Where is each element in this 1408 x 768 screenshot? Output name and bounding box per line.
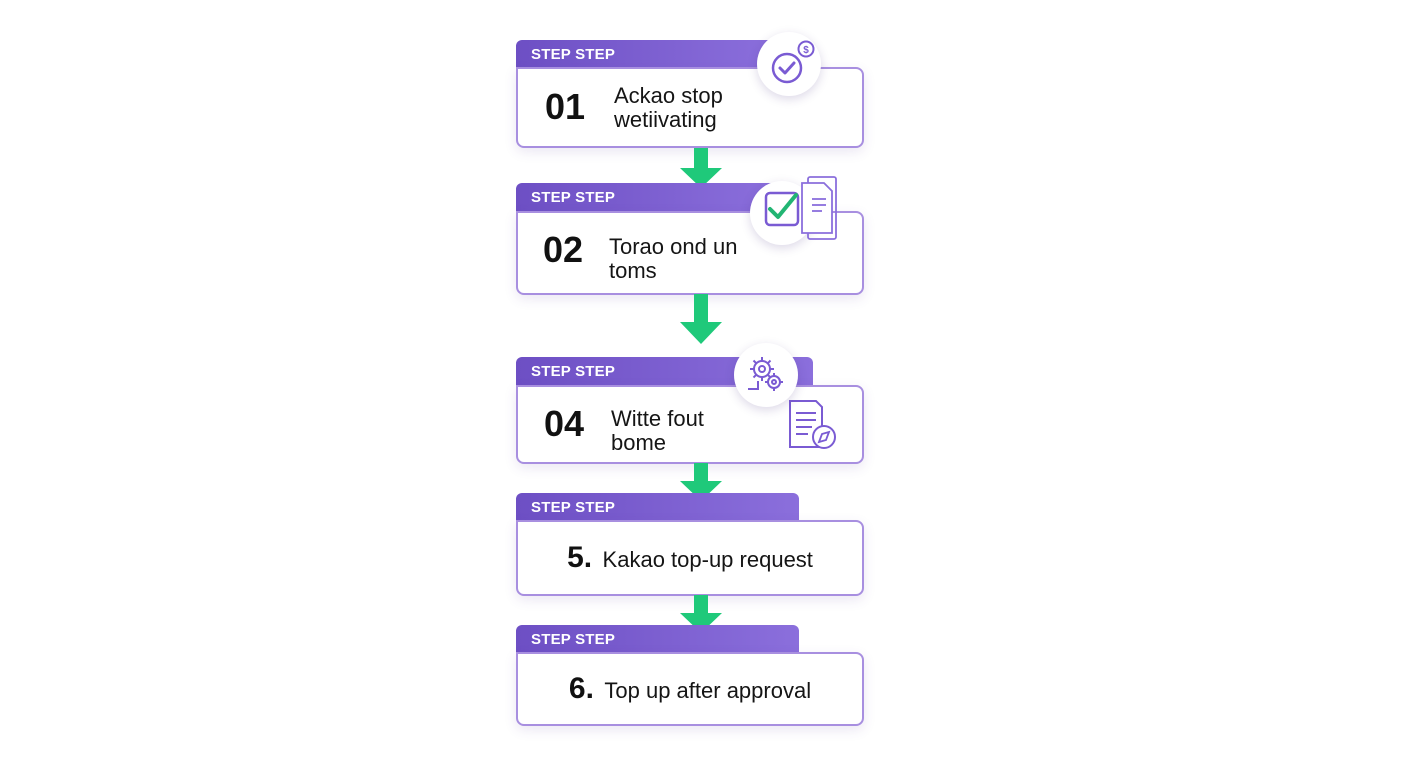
gears-icon <box>748 357 783 391</box>
document-compass-icon <box>789 400 836 449</box>
step-5-number: 6. <box>568 672 594 705</box>
step-1-description: Ackao stop wetiivating <box>614 84 723 132</box>
step-2-line-2: toms <box>609 258 657 283</box>
step-1-number: 01 <box>545 86 586 127</box>
arrow-down-2 <box>679 294 723 344</box>
step-3-line-1: Witte fout <box>611 406 704 431</box>
step-4-tab: STEP STEP <box>516 493 799 523</box>
step-1-icon-badge: $ <box>757 32 821 96</box>
step-5-tab: STEP STEP <box>516 625 799 655</box>
step-5-text: Top up after approval <box>604 678 812 703</box>
checklist-document-icon <box>764 176 837 240</box>
step-1-line-2: wetiivating <box>614 107 717 132</box>
step-5: STEP STEP 6. Top up after approval <box>516 625 864 726</box>
step-1-line-1: Ackao stop <box>614 83 723 108</box>
step-1: STEP STEP 01 Ackao stop wetiivating $ <box>516 32 864 148</box>
check-coin-icon: $ <box>771 40 815 84</box>
arrow-down-3 <box>679 463 723 501</box>
step-3-line-2: bome <box>611 430 667 455</box>
step-3-description: Witte fout bome <box>611 407 704 455</box>
step-5-card: 6. Top up after approval <box>516 652 864 726</box>
arrow-down-4 <box>679 595 723 633</box>
step-4-card: 5. Kakao top-up request <box>516 520 864 596</box>
step-3-number: 04 <box>544 403 585 444</box>
step-2: STEP STEP 02 Torao ond un toms <box>516 176 864 295</box>
step-2-line-1: Torao ond un <box>609 234 738 259</box>
step-2-icon-badge <box>750 176 837 245</box>
step-4-number: 5. <box>567 541 593 574</box>
arrow-down-icon <box>680 463 722 501</box>
step-1-tab: STEP STEP <box>516 40 776 70</box>
step-2-tab: STEP STEP <box>516 183 776 213</box>
step-2-description: Torao ond un toms <box>609 235 737 283</box>
arrow-down-icon <box>680 148 722 188</box>
arrow-down-icon <box>680 595 722 633</box>
step-2-card: 02 Torao ond un toms <box>516 211 864 295</box>
step-3-icon-badge <box>734 343 798 407</box>
arrow-down-1 <box>679 148 723 188</box>
step-3-card: 04 Witte fout bome <box>516 385 864 464</box>
step-4-row: 5. Kakao top-up request <box>518 541 862 575</box>
step-4-text: Kakao top-up request <box>602 547 813 572</box>
step-4: STEP STEP 5. Kakao top-up request <box>516 493 864 596</box>
arrow-down-icon <box>680 294 722 344</box>
step-3: STEP STEP 04 Witte fout bome <box>516 343 864 464</box>
svg-text:$: $ <box>803 45 809 56</box>
step-5-row: 6. Top up after approval <box>518 672 862 706</box>
step-2-number: 02 <box>543 229 584 270</box>
